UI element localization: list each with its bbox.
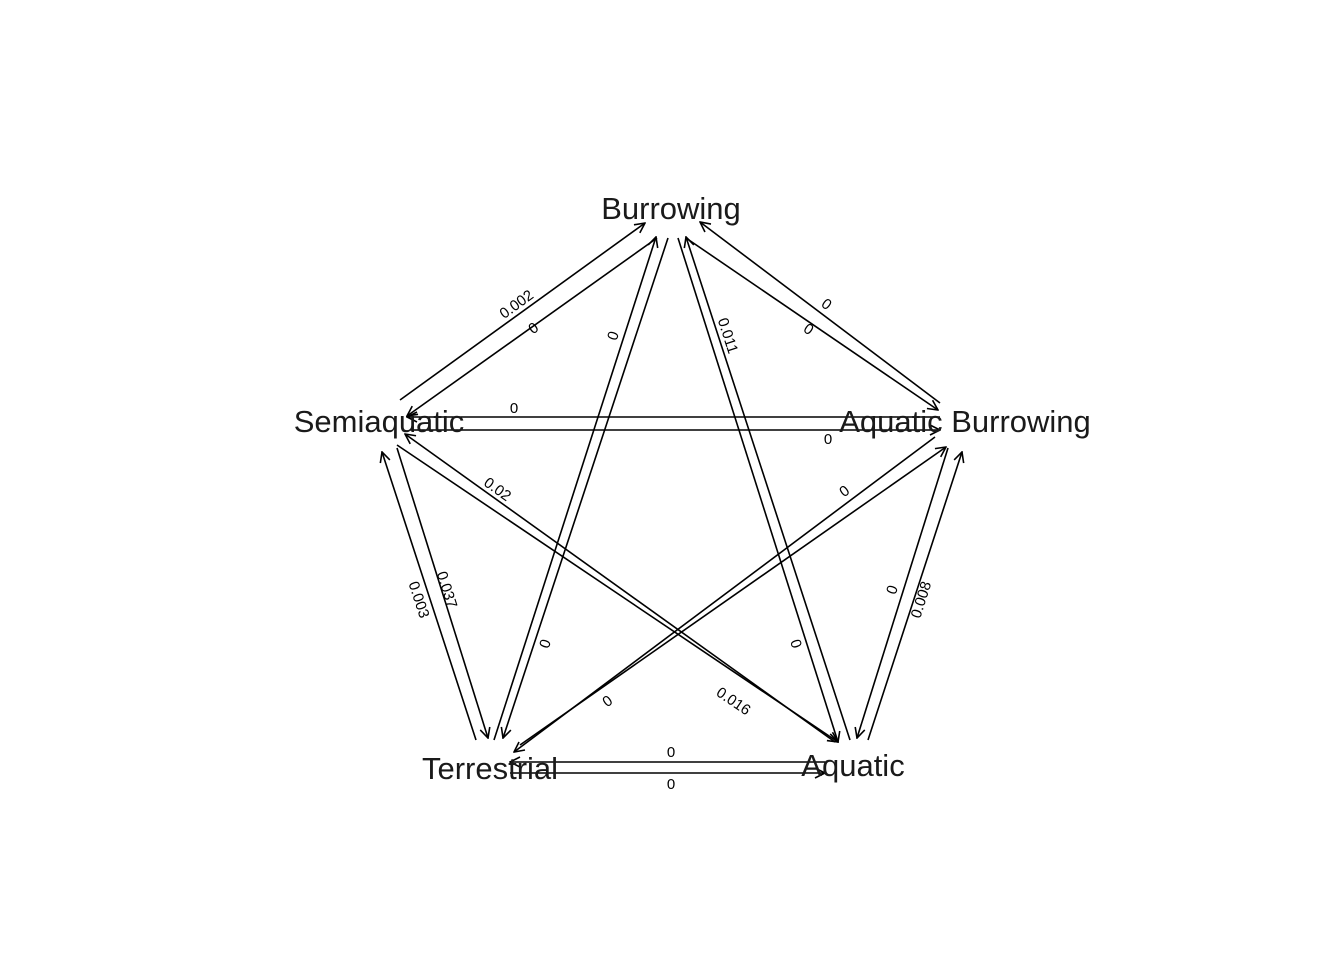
node-aquatic: Aquatic: [801, 748, 904, 783]
edge-label-aquatic-to-aquatic-burrowing: 0: [883, 583, 902, 596]
edge-label-semiaquatic-to-burrowing: 0.002: [496, 287, 536, 323]
edge-label-aquatic-to-terrestrial: 0: [667, 744, 675, 761]
edge-label-aquatic-burrowing-to-burrowing: 0: [818, 295, 835, 314]
edge-label-terrestrial-to-aquatic: 0: [667, 776, 675, 793]
edge-label-terrestrial-to-aquatic-burrowing: 0: [599, 692, 616, 711]
edge-label-semiaquatic-to-terrestrial: 0.037: [433, 569, 460, 610]
node-terrestrial: Terrestrial: [422, 751, 558, 786]
edge-label-semiaquatic-to-aquatic-burrowing: 0: [824, 431, 832, 448]
edge-label-aquatic-burrowing-to-aquatic: 0.008: [908, 579, 935, 620]
edge-arrow-aquatic-burrowing-to-aquatic: [857, 447, 949, 738]
edge-arrow-burrowing-to-semiaquatic: [407, 237, 658, 416]
edge-arrow-terrestrial-to-semiaquatic: [382, 452, 477, 741]
edge-label-aquatic-burrowing-to-semiaquatic: 0: [510, 400, 518, 417]
edge-label-burrowing-to-aquatic-burrowing: 0: [800, 320, 816, 339]
node-semiaquatic: Semiaquatic: [294, 404, 465, 439]
edge-arrow-burrowing-to-aquatic-burrowing: [685, 237, 938, 410]
edge-arrow-terrestrial-to-burrowing: [493, 237, 656, 741]
edge-label-aquatic-burrowing-to-terrestrial: 0: [836, 482, 853, 501]
edge-arrow-semiaquatic-to-burrowing: [399, 223, 645, 401]
edge-arrow-semiaquatic-to-aquatic: [396, 444, 838, 742]
edge-arrow-terrestrial-to-aquatic-burrowing: [519, 447, 946, 746]
edge-label-burrowing-to-terrestrial: 0: [536, 637, 555, 650]
edge-arrow-aquatic-to-burrowing: [686, 237, 851, 741]
edge-arrow-burrowing-to-terrestrial: [503, 237, 669, 738]
edge-label-burrowing-to-aquatic: 0: [786, 637, 805, 650]
edge-arrow-burrowing-to-aquatic: [677, 237, 838, 742]
node-aquatic-burrowing: Aquatic Burrowing: [839, 404, 1091, 439]
node-burrowing: Burrowing: [601, 191, 741, 226]
edge-label-semiaquatic-to-aquatic: 0.016: [713, 684, 754, 719]
edge-label-terrestrial-to-semiaquatic: 0.003: [405, 579, 433, 620]
edge-arrow-aquatic-burrowing-to-burrowing: [700, 222, 941, 404]
edge-label-terrestrial-to-burrowing: 0: [604, 329, 623, 342]
edge-arrow-aquatic-to-aquatic-burrowing: [867, 452, 962, 741]
edge-arrow-aquatic-to-semiaquatic: [405, 434, 836, 743]
edge-arrow-semiaquatic-to-terrestrial: [396, 447, 488, 738]
